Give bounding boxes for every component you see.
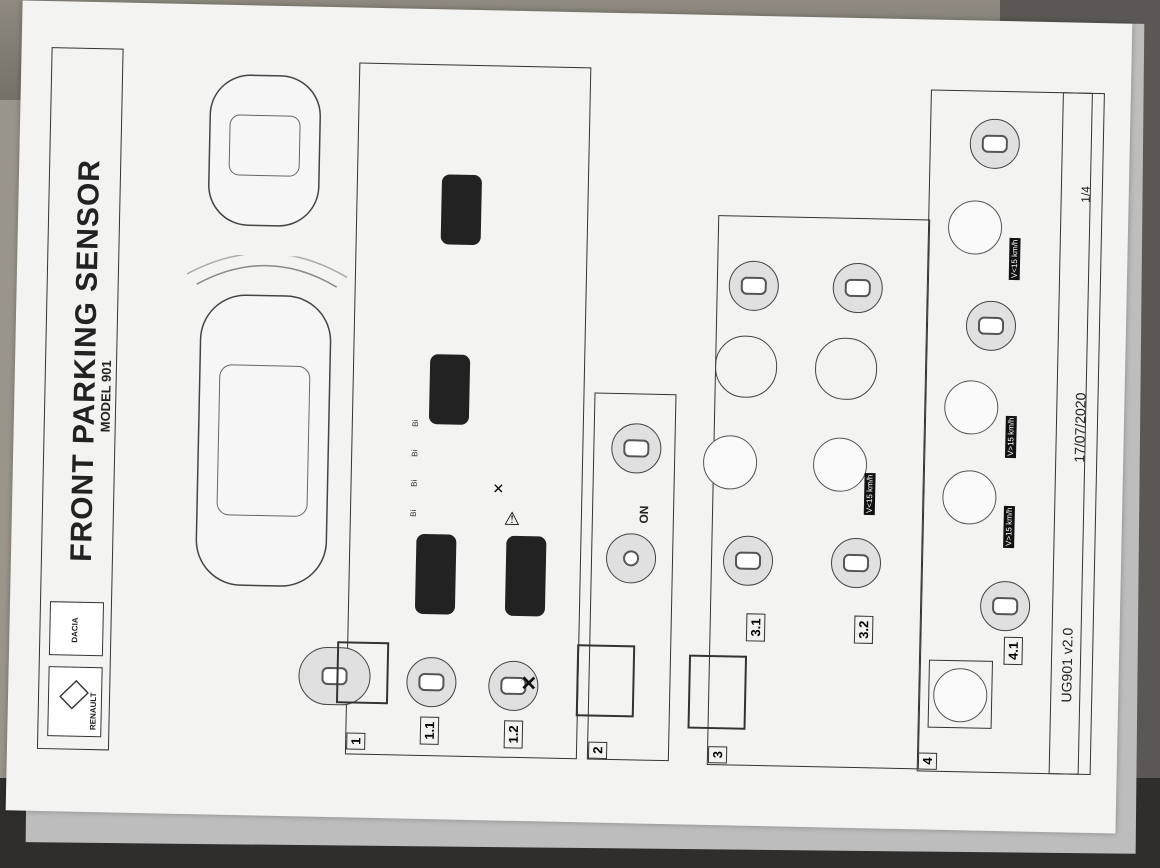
step-4-1-label: 4.1 — [1003, 636, 1024, 666]
hand-press-icon — [814, 337, 878, 401]
date-label: 17/07/2020 — [1071, 392, 1089, 463]
renault-logo: RENAULT — [47, 666, 103, 738]
speed-label-gt15: V>15 km/h — [1003, 505, 1015, 549]
section-2-number: 2 — [587, 741, 608, 759]
step-3-2-label: 3.2 — [853, 615, 874, 644]
step-1-2-label: 1.2 — [503, 720, 524, 749]
step-1-1-label: 1.1 — [419, 716, 440, 745]
beep-label: Bi — [410, 419, 420, 427]
car-top-view-icon — [208, 74, 321, 227]
step-3-1-label: 3.1 — [745, 613, 766, 642]
speed-label-gt15: V>15 km/h — [1004, 415, 1017, 459]
section-3-button-frame — [687, 654, 748, 730]
section-4-number: 4 — [917, 752, 938, 770]
mute-icon: ✕ — [492, 480, 505, 497]
ignition-on-label: ON — [636, 505, 652, 524]
section-1-number: 1 — [346, 732, 366, 750]
car-side-view-icon — [440, 174, 482, 245]
button-highlight-frame — [335, 641, 390, 705]
beep-label: Bi — [409, 479, 419, 487]
speed-label-lt15: V<15 km/h — [1008, 237, 1021, 281]
speed-label-lt15: V<15 km/h — [863, 472, 876, 516]
car-side-view-icon — [415, 533, 457, 615]
beep-label: Bi — [408, 509, 419, 517]
section-3-number: 3 — [707, 745, 728, 764]
renault-logo-icon — [59, 679, 89, 710]
page-number: 1/4 — [1078, 185, 1093, 203]
page-subtitle: MODEL 901 — [97, 360, 115, 433]
dacia-logo-icon: DACIA — [70, 617, 80, 643]
manual-page: FRONT PARKING SENSOR MODEL 901 DACIA REN… — [5, 0, 1133, 834]
car-side-view-icon — [504, 535, 547, 617]
car-side-view-icon — [428, 354, 471, 425]
disabled-x-icon: ✕ — [520, 673, 538, 696]
warning-icon: ⚠ — [503, 508, 521, 529]
beep-label: Bi — [410, 449, 420, 457]
version-label: UG901 v2.0 — [1058, 627, 1076, 703]
renault-brand-label: RENAULT — [88, 692, 99, 731]
ignition-frame — [575, 644, 636, 718]
car-top-view-sensing — [186, 253, 348, 587]
hand-press-icon — [714, 335, 778, 399]
dacia-logo: DACIA — [48, 601, 105, 657]
